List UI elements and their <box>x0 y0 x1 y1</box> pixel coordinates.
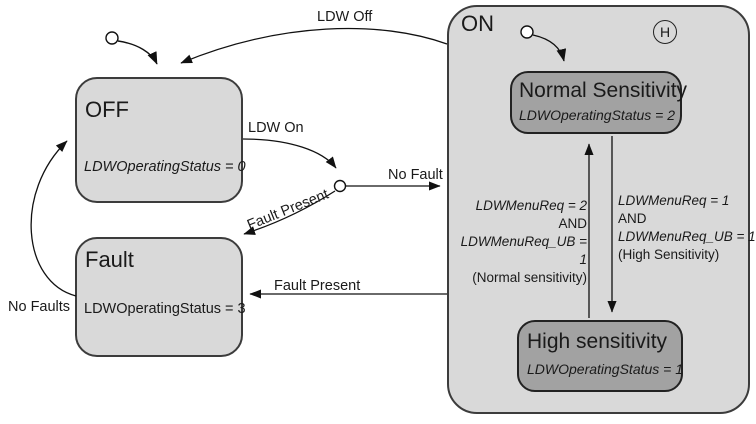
history-state-icon: H <box>653 20 677 44</box>
label-no-fault: No Fault <box>388 167 443 183</box>
condition-line: AND <box>558 216 587 231</box>
label-ldw-on: LDW On <box>248 120 304 136</box>
state-fault-title: Fault <box>85 247 134 272</box>
condition-line: LDWMenuReq = 2 <box>475 198 587 213</box>
label-no-faults: No Faults <box>8 299 71 315</box>
state-off: OFF LDWOperatingStatus = 0 <box>75 77 246 203</box>
state-on-title: ON <box>461 11 494 36</box>
initial-junction-off <box>105 31 119 45</box>
state-normal-sublabel: LDWOperatingStatus = 2 <box>519 107 676 123</box>
connective-junction <box>333 179 347 193</box>
state-fault: Fault LDWOperatingStatus = 3 <box>75 237 246 357</box>
label-ldw-off: LDW Off <box>317 9 373 25</box>
state-fault-sublabel: LDWOperatingStatus = 3 <box>84 301 246 317</box>
condition-line: AND <box>618 211 647 226</box>
label-condition-to-high: LDWMenuReq = 1 AND LDWMenuReq_UB = 1 (Hi… <box>618 192 756 264</box>
state-off-sublabel: LDWOperatingStatus = 0 <box>84 159 246 175</box>
condition-line: (Normal sensitivity) <box>472 270 587 285</box>
transition-ldw-on <box>242 138 337 169</box>
label-fault-present-horizontal: Fault Present <box>274 278 361 294</box>
condition-line: LDWMenuReq_UB = 1 <box>460 234 587 267</box>
transition-initial-to-off <box>117 40 158 65</box>
state-high-title: High sensitivity <box>527 330 668 353</box>
condition-line: LDWMenuReq = 1 <box>618 193 730 208</box>
label-condition-to-normal: LDWMenuReq = 2 AND LDWMenuReq_UB = 1 (No… <box>450 197 587 287</box>
condition-line: LDWMenuReq_UB = 1 <box>618 229 756 244</box>
state-off-title: OFF <box>85 97 129 122</box>
condition-line: (High Sensitivity) <box>618 247 720 262</box>
history-state-label: H <box>659 24 671 40</box>
state-normal-sensitivity: Normal Sensitivity LDWOperatingStatus = … <box>510 71 687 134</box>
transition-ldw-off <box>180 27 448 64</box>
label-fault-present-diagonal: Fault Present <box>245 186 332 234</box>
state-high-sensitivity: High sensitivity LDWOperatingStatus = 1 <box>517 320 683 392</box>
transition-no-faults <box>30 140 77 297</box>
state-normal-title: Normal Sensitivity <box>519 79 688 102</box>
state-high-sublabel: LDWOperatingStatus = 1 <box>527 361 684 377</box>
